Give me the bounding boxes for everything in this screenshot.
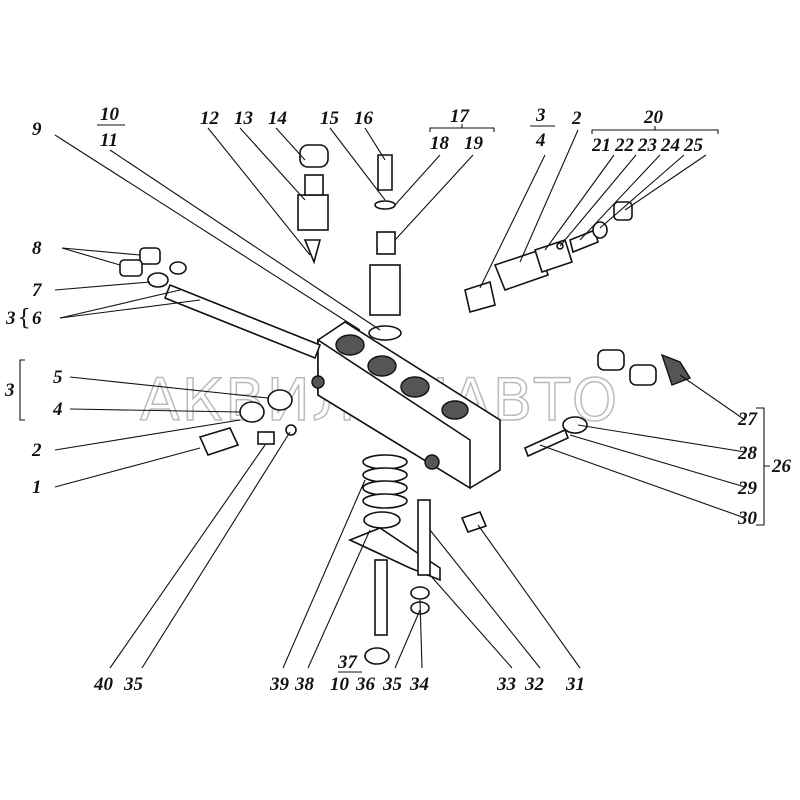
label-5: 5 (53, 367, 63, 388)
label-35-bottom: 35 (382, 674, 403, 695)
label-18: 18 (430, 133, 450, 154)
label-20: 20 (643, 107, 664, 128)
label-17: 17 (450, 106, 471, 127)
label-9: 9 (32, 119, 42, 140)
label-19: 19 (464, 133, 484, 154)
label-16: 16 (354, 108, 374, 129)
label-12: 12 (200, 108, 220, 129)
label-34: 34 (409, 674, 429, 695)
label-10: 10 (100, 104, 120, 125)
label-30: 30 (737, 508, 758, 529)
label-4-top: 4 (535, 130, 546, 151)
label-3-left: 3 (5, 308, 16, 329)
label-32: 32 (524, 674, 545, 695)
label-7: 7 (32, 280, 43, 301)
valve-body (311, 321, 501, 490)
label-6: 6 (32, 308, 42, 329)
label-31: 31 (565, 674, 585, 695)
label-8: 8 (32, 238, 42, 259)
svg-text:{: { (17, 306, 31, 331)
left-parts (119, 247, 297, 456)
label-29: 29 (737, 478, 758, 499)
label-27: 27 (737, 409, 759, 430)
label-10-bottom: 10 (330, 674, 350, 695)
label-25: 25 (683, 135, 704, 156)
label-3-bracket: 3 (4, 380, 15, 401)
label-38: 38 (294, 674, 315, 695)
bottom-parts (347, 454, 441, 665)
label-39: 39 (269, 674, 290, 695)
label-23: 23 (637, 135, 657, 156)
label-24: 24 (660, 135, 680, 156)
label-21: 21 (591, 135, 611, 156)
label-4-left: 4 (52, 399, 63, 420)
label-26: 26 (771, 456, 792, 477)
label-14: 14 (268, 108, 287, 129)
part-labels: 10 11 12 13 14 15 16 17 18 19 3 4 2 20 2… (4, 104, 792, 695)
label-2-left: 2 (31, 440, 42, 461)
right-top-parts (464, 201, 633, 313)
top-parts (297, 144, 402, 341)
leader-lines (19, 124, 770, 673)
label-15: 15 (320, 108, 340, 129)
label-1: 1 (32, 477, 42, 498)
label-36: 36 (355, 674, 376, 695)
label-33: 33 (496, 674, 516, 695)
label-13: 13 (234, 108, 253, 129)
label-22: 22 (614, 135, 635, 156)
label-35-left: 35 (123, 674, 144, 695)
label-28: 28 (737, 443, 758, 464)
label-37: 37 (337, 652, 359, 673)
label-40: 40 (93, 674, 114, 695)
rod-part (163, 283, 322, 360)
label-3-top: 3 (535, 105, 546, 126)
label-2-top: 2 (571, 108, 582, 129)
label-11: 11 (100, 130, 118, 151)
